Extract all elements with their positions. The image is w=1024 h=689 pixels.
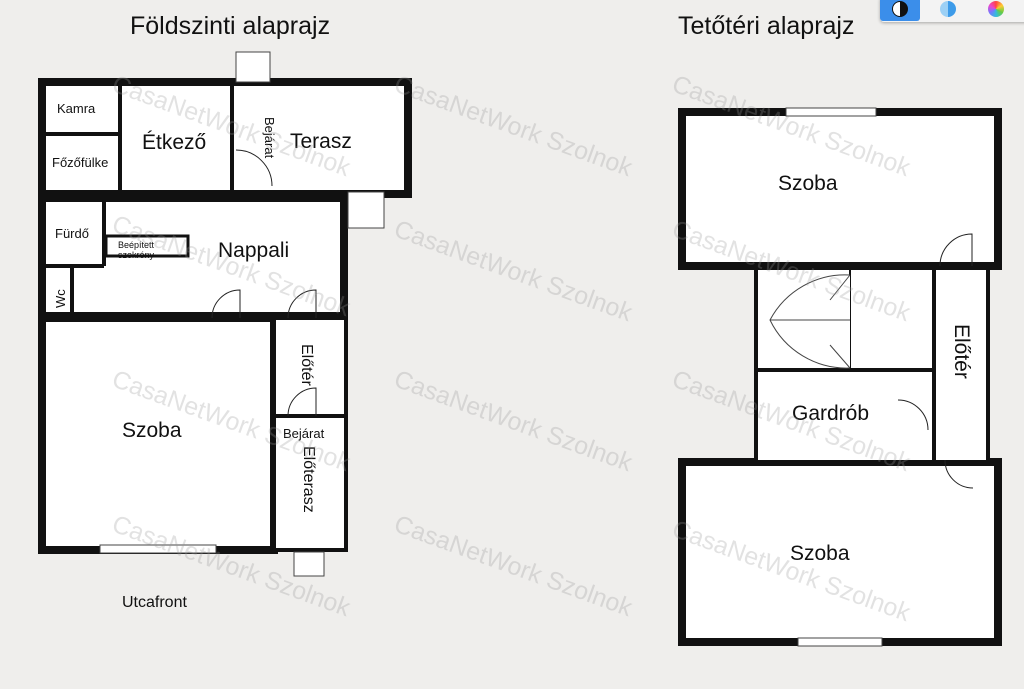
room-szoba-ground: Szoba xyxy=(122,419,182,442)
attic-room-eloter: Előtér xyxy=(950,324,973,379)
stairs-top xyxy=(235,51,271,83)
contrast-icon xyxy=(892,1,908,17)
room-terasz: Terasz xyxy=(290,130,352,153)
attic-title: Tetőtéri alaprajz xyxy=(678,12,855,40)
street-label: Utcafront xyxy=(122,594,187,611)
stairs-bottom xyxy=(293,551,325,577)
tone-icon xyxy=(940,1,956,17)
room-eloter: Előtér xyxy=(298,344,315,386)
wall-eloter xyxy=(272,316,348,552)
contrast-button[interactable] xyxy=(880,0,920,21)
room-wc: Wc xyxy=(53,289,68,308)
stairs-right xyxy=(347,191,385,229)
tone-button[interactable] xyxy=(928,0,968,21)
wall-attic-szoba-top xyxy=(678,108,1002,270)
room-fozofulke: Főzőfülke xyxy=(52,155,109,170)
attic-room-szoba-bottom: Szoba xyxy=(790,542,850,565)
color-wheel-icon xyxy=(988,1,1004,17)
attic-room-gardrob: Gardrób xyxy=(792,402,870,425)
ground-floor-title: Földszinti alaprajz xyxy=(130,12,331,40)
room-nappali: Nappali xyxy=(218,239,290,262)
room-szekreny: szekrény xyxy=(118,250,155,260)
room-kamra: Kamra xyxy=(57,101,96,116)
room-beepitett: Beépített xyxy=(118,240,155,250)
image-filter-toolbar xyxy=(880,0,1024,22)
room-bejarat-front: Bejárat xyxy=(283,426,325,441)
room-etkezo: Étkező xyxy=(142,131,207,154)
attic-room-szoba-top: Szoba xyxy=(778,172,838,195)
color-button[interactable] xyxy=(976,0,1016,21)
room-furdo: Fürdő xyxy=(55,226,89,241)
